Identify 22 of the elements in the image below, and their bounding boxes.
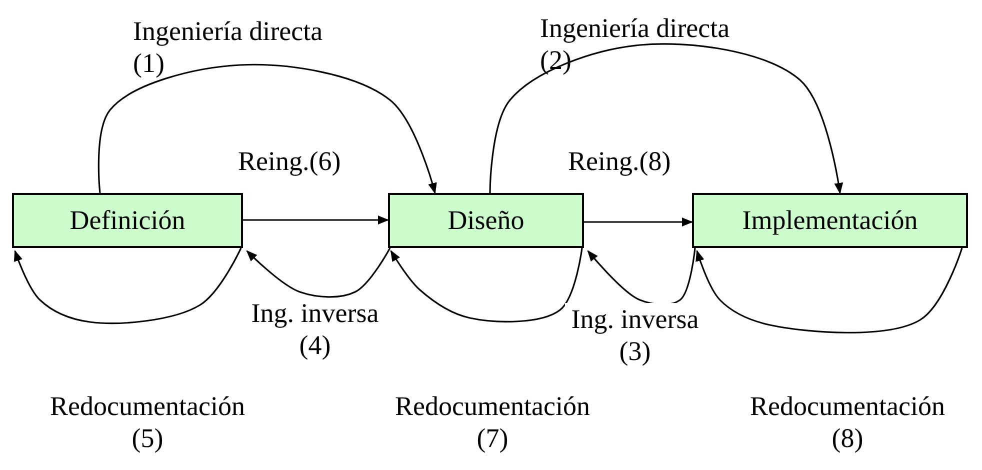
node-label: Implementación	[742, 205, 918, 236]
node-label: Definición	[70, 205, 186, 236]
process-box	[12, 193, 243, 248]
arrow	[246, 248, 391, 298]
process-box	[692, 193, 968, 248]
note-label: Redocumentación (7)	[394, 390, 591, 454]
arrow	[696, 248, 963, 334]
arrow	[390, 248, 583, 322]
edge-label: Reing.(8)	[568, 145, 672, 177]
note-label: Redocumentación (8)	[749, 390, 946, 454]
arrow	[587, 248, 696, 306]
edge-label: Ingeniería directa (1)	[133, 15, 324, 79]
edge-label: Reing.(6)	[238, 145, 342, 177]
edge-label: Ing. inversa (4)	[250, 297, 380, 361]
arrow	[98, 64, 437, 194]
node-label: Diseño	[448, 205, 524, 236]
arrow	[584, 218, 694, 226]
arrow	[14, 248, 242, 324]
note-label: Redocumentación (5)	[49, 390, 246, 454]
arrow	[243, 216, 390, 224]
process-box	[388, 193, 584, 248]
arrow	[489, 43, 844, 194]
